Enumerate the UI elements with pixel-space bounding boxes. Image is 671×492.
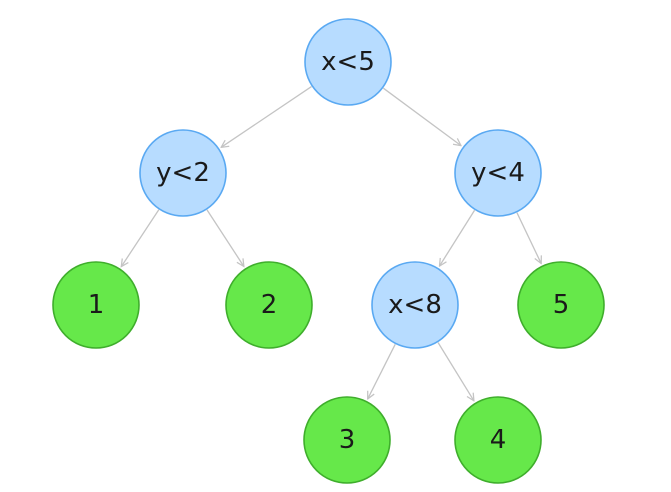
leaf-node-leaf4: 4 (454, 396, 542, 484)
node-circle (517, 261, 605, 349)
decision-node-root: x<5 (304, 18, 392, 106)
node-label: 4 (490, 425, 507, 455)
node-circle (52, 261, 140, 349)
edge-mid-to-leaf3 (368, 344, 396, 399)
node-circle (454, 396, 542, 484)
node-label: 2 (261, 290, 278, 320)
node-label: 1 (88, 290, 105, 320)
edge-left-to-leaf1 (121, 209, 160, 267)
node-label: x<8 (388, 290, 442, 320)
node-label: y<4 (471, 158, 525, 188)
edge-root-to-right (382, 87, 461, 145)
edge-mid-to-leaf4 (437, 342, 474, 400)
node-label: 3 (339, 425, 356, 455)
node-circle (225, 261, 313, 349)
node-label: 5 (553, 290, 570, 320)
node-label: y<2 (156, 158, 210, 188)
node-label: x<5 (321, 47, 375, 77)
nodes-layer: x<5 y<2 y<4 1 2 x<8 5 3 4 (52, 18, 605, 484)
node-circle (303, 396, 391, 484)
edge-left-to-leaf2 (206, 209, 244, 267)
edge-right-to-leaf5 (516, 212, 541, 264)
decision-node-left: y<2 (139, 129, 227, 217)
node-circle (304, 18, 392, 106)
decision-node-mid: x<8 (371, 261, 459, 349)
leaf-node-leaf5: 5 (517, 261, 605, 349)
edge-root-to-left (221, 86, 312, 148)
leaf-node-leaf1: 1 (52, 261, 140, 349)
decision-node-right: y<4 (454, 129, 542, 217)
node-circle (454, 129, 542, 217)
edges-layer (121, 86, 541, 401)
leaf-node-leaf2: 2 (225, 261, 313, 349)
node-circle (139, 129, 227, 217)
node-circle (371, 261, 459, 349)
leaf-node-leaf3: 3 (303, 396, 391, 484)
edge-right-to-mid (439, 209, 476, 266)
